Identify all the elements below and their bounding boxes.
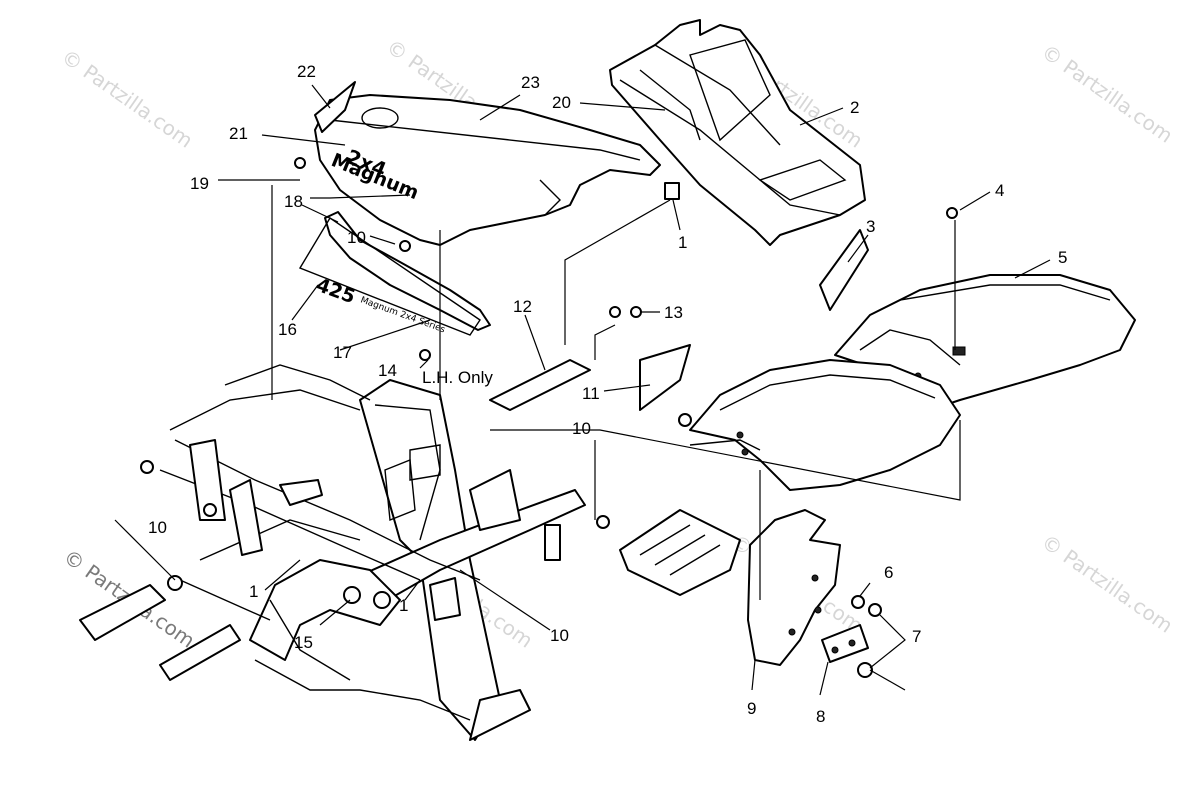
callout-11: 11 (582, 384, 600, 403)
reference-lines (114, 185, 961, 691)
callout-1-mid: 1 (399, 596, 408, 615)
headlight-pod-part (609, 19, 866, 246)
callout-10a: 10 (347, 228, 366, 247)
footrest-part (619, 509, 741, 596)
watermark-text: © Partzilla.com (57, 44, 197, 152)
callout-leaders (218, 84, 1051, 696)
callout-14: 14 (378, 361, 397, 380)
callout-1-top: 1 (678, 233, 687, 252)
callout-2: 2 (850, 98, 859, 117)
reflector-parts (639, 229, 869, 411)
callout-22: 22 (297, 62, 316, 81)
callout-23: 23 (521, 73, 540, 92)
callout-17: 17 (333, 343, 352, 362)
callout-10b: 10 (572, 419, 591, 438)
flap-part (314, 81, 356, 133)
callout-5: 5 (1058, 248, 1067, 267)
hardware-parts (851, 595, 882, 678)
callout-6: 6 (884, 563, 893, 582)
callout-19: 19 (190, 174, 209, 193)
callout-labels: 22 21 23 20 2 19 18 10 16 17 1 4 3 5 13 … (148, 62, 1067, 726)
callout-13: 13 (664, 303, 683, 322)
fasteners (140, 157, 958, 529)
callout-10d: 10 (550, 626, 569, 645)
watermark-text: © Partzilla.com (1037, 39, 1177, 147)
foot-peg-parts (79, 479, 323, 681)
callout-1-left: 1 (249, 582, 258, 601)
bracket-part (821, 624, 869, 663)
callout-21: 21 (229, 124, 248, 143)
callout-16: 16 (278, 320, 297, 339)
plate-part (489, 182, 680, 411)
frame-part (159, 364, 586, 741)
front-hood-part (314, 94, 661, 246)
callout-12: 12 (513, 297, 532, 316)
callout-4: 4 (995, 181, 1004, 200)
callout-20: 20 (552, 93, 571, 112)
callout-7: 7 (912, 627, 921, 646)
callout-3: 3 (866, 217, 875, 236)
note-lh-only: L.H. Only (422, 368, 493, 387)
callout-15: 15 (294, 633, 313, 652)
callout-9: 9 (747, 699, 756, 718)
callout-18: 18 (284, 192, 303, 211)
decal-model-number: 425 (313, 274, 358, 308)
callout-8: 8 (816, 707, 825, 726)
left-fender-part (689, 359, 961, 491)
watermark-text: © Partzilla.com (1037, 529, 1177, 637)
callout-10c: 10 (148, 518, 167, 537)
